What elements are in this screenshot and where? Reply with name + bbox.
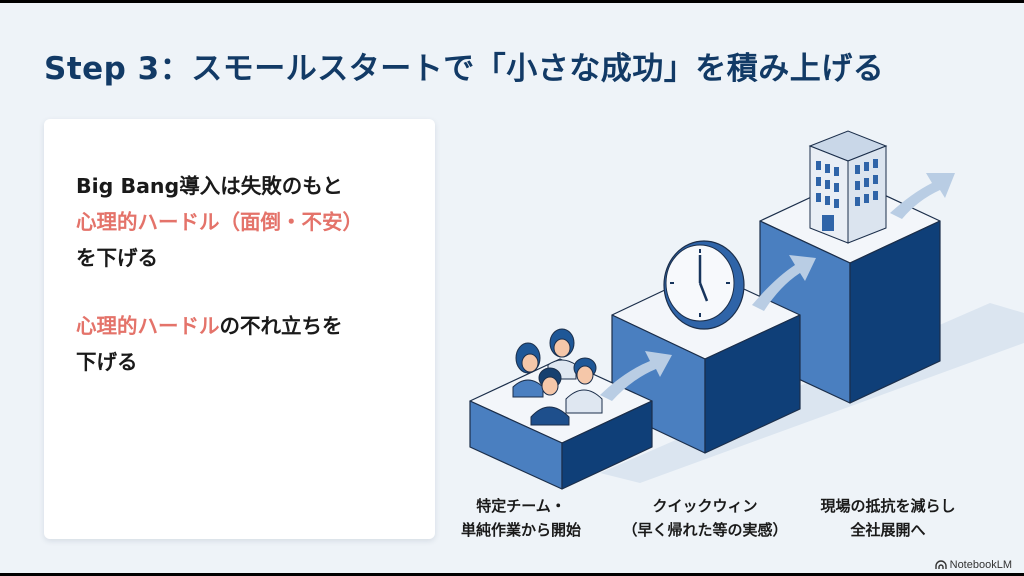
step-2-label: クイックウィン （早く帰れた等の実感）	[610, 494, 800, 542]
team-people-icon	[512, 328, 603, 426]
step-1-label: 特定チーム・ 単純作業から開始	[451, 494, 591, 542]
clock-icon	[663, 240, 745, 330]
staircase-illustration	[469, 130, 1024, 490]
content-card: Big Bang導入は失敗のもと 心理的ハードル（面倒・不安） を下げる 心理的…	[44, 119, 435, 539]
office-building-icon	[808, 130, 888, 244]
notebooklm-branding: NotebookLM	[934, 559, 1012, 571]
step-1-label-line-2: 単純作業から開始	[460, 521, 581, 539]
point-2-accent: 心理的ハードル	[76, 314, 220, 338]
step-3-label-line-2: 全社展開へ	[850, 521, 926, 539]
slide-title: Step 3：スモールスタートで「小さな成功」を積み上げる	[44, 51, 885, 87]
point-1-line-2-accent: 心理的ハードル（面倒・不安）	[76, 210, 363, 234]
arrow-icon-1	[600, 351, 672, 401]
notebooklm-logo-icon	[934, 560, 947, 569]
point-1-line-1: Big Bang導入は失敗のもと	[76, 174, 343, 198]
point-1: Big Bang導入は失敗のもと 心理的ハードル（面倒・不安） を下げる	[76, 168, 363, 276]
arrow-icon-2	[752, 255, 816, 311]
point-2-line-1: 心理的ハードルの不れ立ちを	[76, 308, 343, 344]
point-2: 心理的ハードルの不れ立ちを 下げる	[76, 308, 343, 380]
point-2-line-2: 下げる	[76, 350, 138, 374]
progress-arrows	[600, 173, 955, 401]
point-1-line-3: を下げる	[76, 246, 158, 270]
step-1-label-line-1: 特定チーム・	[476, 497, 566, 515]
step-2-label-line-1: クイックウィン	[652, 497, 758, 515]
arrow-icon-3	[890, 173, 955, 219]
point-2-rest: の不れ立ちを	[219, 314, 343, 338]
step-3-label-line-1: 現場の抵抗を減らし	[820, 497, 956, 515]
step-3-label: 現場の抵抗を減らし 全社展開へ	[808, 494, 968, 542]
step-2-label-line-2: （早く帰れた等の実感）	[622, 521, 788, 539]
slide: Step 3：スモールスタートで「小さな成功」を積み上げる Big Bang導入…	[0, 3, 1024, 573]
branding-label: NotebookLM	[949, 559, 1012, 571]
